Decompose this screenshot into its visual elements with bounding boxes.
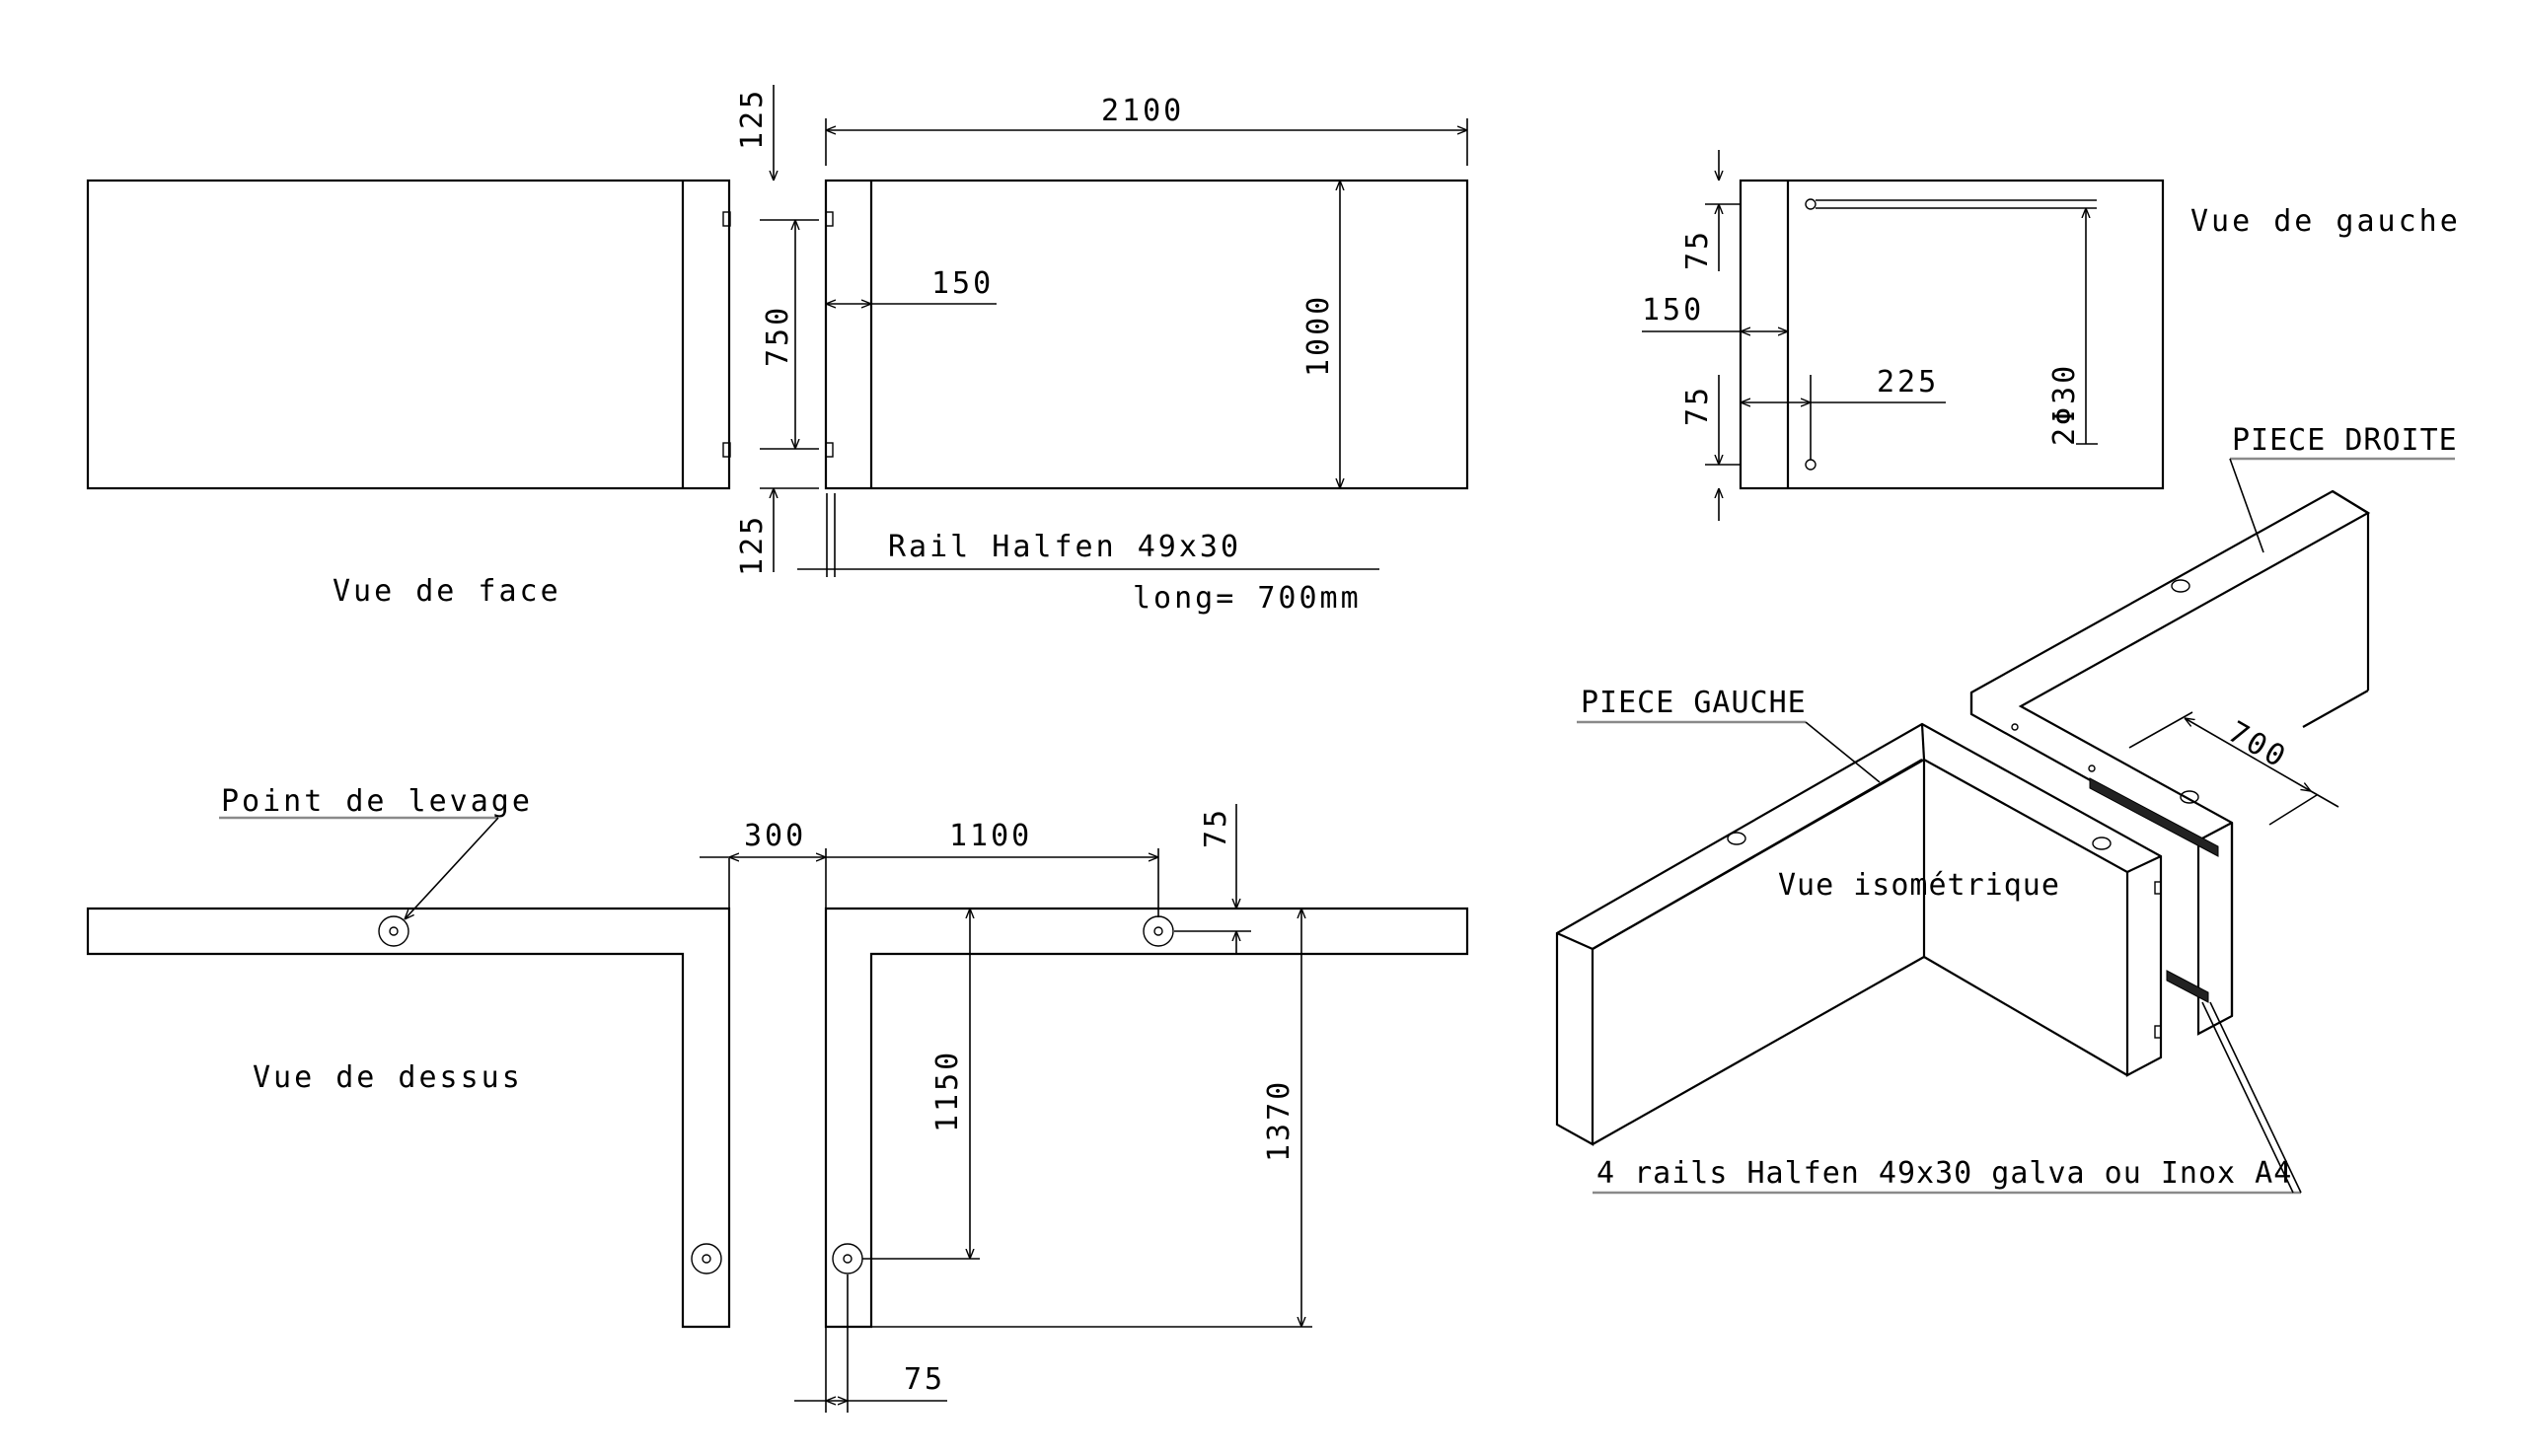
dim-front-bottom-offset: 125 (735, 514, 770, 576)
dim-top-inner-depth: 1150 (930, 1050, 965, 1132)
dim-side-hole-dia: 2Φ30 (2047, 363, 2082, 446)
side-panel (1739, 179, 2165, 490)
dim-side-top: 75 (1680, 229, 1715, 270)
lifting-point-4 (832, 1243, 863, 1274)
piece-droite (1969, 489, 2371, 1036)
piece-gauche-label: PIECE GAUCHE (1581, 686, 1807, 720)
isometric-view: 700 PIECE DROITE PIECE GAUCHE 4 rails Ha… (1555, 423, 2458, 1195)
lifting-point-label: Point de levage (221, 784, 533, 819)
dim-side-hole-pos: 225 (1877, 365, 1939, 400)
dim-top-hole-x: 1100 (949, 819, 1032, 853)
view-title-gauche: Vue de gauche (2190, 204, 2461, 239)
dim-top-total-depth: 1370 (1262, 1079, 1297, 1162)
dim-front-top-offset: 125 (735, 88, 770, 150)
piece-gauche (1555, 722, 2163, 1146)
dim-top-bottom-inset: 75 (904, 1362, 945, 1397)
rail-bottom (2166, 970, 2209, 1003)
dim-front-setback: 150 (931, 266, 994, 301)
front-left-panel (86, 179, 731, 490)
left-view: 75 150 225 75 2Φ30 Vue de gauche (1642, 150, 2461, 521)
rail-label: Rail Halfen 49x30 (888, 530, 1241, 564)
dim-top-hole-inset: 75 (1199, 807, 1233, 848)
lifting-point-1 (378, 915, 409, 947)
top-right-l-shape (824, 907, 1469, 1329)
piece-droite-label: PIECE DROITE (2232, 423, 2458, 458)
top-left-l-shape (86, 907, 731, 1329)
view-title-face: Vue de face (333, 574, 561, 609)
dim-side-bottom: 75 (1680, 385, 1715, 426)
rail-length-label: long= 700mm (1133, 581, 1362, 616)
top-view: Point de levage 300 1100 75 1150 1370 75… (86, 784, 1469, 1413)
rails-note: 4 rails Halfen 49x30 galva ou Inox A4 (1596, 1156, 2292, 1191)
dim-front-width: 2100 (1101, 94, 1184, 128)
front-view: 125 2100 750 150 1000 125 Rail Halfen 49… (86, 85, 1469, 616)
dim-front-rail-spacing: 750 (761, 305, 795, 367)
dim-top-gap: 300 (744, 819, 806, 853)
view-title-dessus: Vue de dessus (253, 1060, 523, 1095)
front-right-panel (824, 179, 1469, 490)
lifting-point-3 (691, 1243, 722, 1274)
view-title-iso: Vue isométrique (1778, 868, 2060, 903)
dim-side-thickness: 150 (1642, 293, 1704, 328)
lifting-point-2 (1143, 915, 1174, 947)
dim-front-height: 1000 (1301, 294, 1336, 377)
dim-iso-rail-length: 700 (2222, 715, 2293, 776)
rail-top (2089, 777, 2219, 857)
